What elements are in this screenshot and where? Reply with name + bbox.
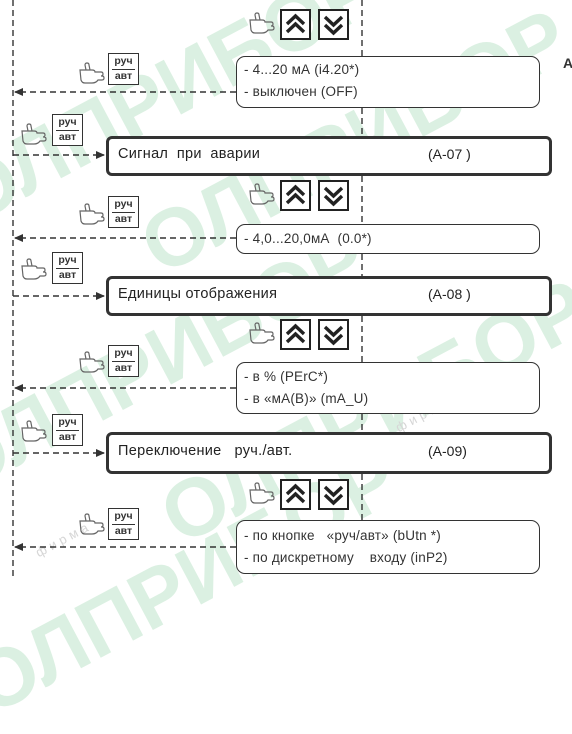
menu-item-title: Переключение руч./авт. [118, 443, 293, 459]
hand-pointer-icon [21, 420, 47, 442]
auto-label: авт [58, 131, 77, 143]
menu-item-box[interactable] [106, 276, 552, 316]
double-chevron-down-icon [323, 485, 344, 506]
manual-label: руч [58, 254, 77, 266]
double-chevron-up-icon [285, 483, 306, 504]
options-box [236, 520, 540, 574]
auto-label: авт [58, 269, 77, 281]
manual-label: руч [114, 198, 133, 210]
manual-auto-button[interactable]: руч авт [52, 252, 83, 284]
hand-pointer-icon [79, 351, 105, 373]
double-chevron-down-icon [323, 325, 344, 346]
option-item: - по дискретному входу (inP2) [244, 550, 448, 565]
connector-lines [12, 0, 363, 580]
down-button[interactable] [318, 9, 349, 40]
auto-label: авт [58, 431, 77, 443]
menu-item-code: (A-08 ) [428, 286, 471, 302]
option-item: - по кнопке «руч/авт» (bUtn *) [244, 528, 441, 543]
manual-auto-button[interactable]: руч авт [108, 508, 139, 540]
edge-char: A [563, 55, 572, 71]
auto-label: авт [114, 213, 133, 225]
double-chevron-down-icon [323, 15, 344, 36]
manual-label: руч [114, 510, 133, 522]
hand-pointer-icon [21, 258, 47, 280]
hand-pointer-icon [249, 322, 275, 344]
hand-pointer-icon [79, 203, 105, 225]
down-button[interactable] [318, 180, 349, 211]
manual-auto-button[interactable]: руч авт [108, 53, 139, 85]
hand-pointer-icon [249, 183, 275, 205]
down-button[interactable] [318, 479, 349, 510]
double-chevron-down-icon [323, 186, 344, 207]
double-chevron-up-icon [285, 13, 306, 34]
manual-label: руч [114, 55, 133, 67]
down-button[interactable] [318, 319, 349, 350]
manual-label: руч [58, 416, 77, 428]
auto-label: авт [114, 362, 133, 374]
manual-label: руч [114, 347, 133, 359]
hand-pointer-icon [79, 62, 105, 84]
menu-item-title: Единицы отображения [118, 286, 278, 302]
options-box [236, 362, 540, 414]
menu-item-box[interactable] [106, 432, 552, 474]
menu-item-code: (A-07 ) [428, 146, 471, 162]
option-item: - в «мА(В)» (mA_U) [244, 391, 369, 406]
double-chevron-up-icon [285, 323, 306, 344]
hand-pointer-icon [249, 482, 275, 504]
manual-auto-button[interactable]: руч авт [52, 414, 83, 446]
manual-auto-button[interactable]: руч авт [52, 114, 83, 146]
options-box [236, 56, 540, 108]
up-button[interactable] [280, 9, 311, 40]
option-item: - в % (PErC*) [244, 369, 329, 384]
hand-pointer-icon [249, 12, 275, 34]
option-item: - выключен (OFF) [244, 84, 358, 99]
double-chevron-up-icon [285, 184, 306, 205]
options-box [236, 224, 540, 254]
menu-item-title: Сигнал при аварии [118, 146, 261, 162]
manual-auto-button[interactable]: руч авт [108, 345, 139, 377]
manual-auto-button[interactable]: руч авт [108, 196, 139, 228]
auto-label: авт [114, 525, 133, 537]
option-item: - 4...20 мА (i4.20*) [244, 62, 360, 77]
option-item: - 4,0...20,0мА (0.0*) [244, 231, 372, 246]
up-button[interactable] [280, 180, 311, 211]
manual-label: руч [58, 116, 77, 128]
menu-item-code: (A-09) [428, 443, 467, 459]
menu-item-box[interactable] [106, 136, 552, 176]
hand-pointer-icon [79, 513, 105, 535]
up-button[interactable] [280, 319, 311, 350]
up-button[interactable] [280, 479, 311, 510]
hand-pointer-icon [21, 123, 47, 145]
auto-label: авт [114, 70, 133, 82]
